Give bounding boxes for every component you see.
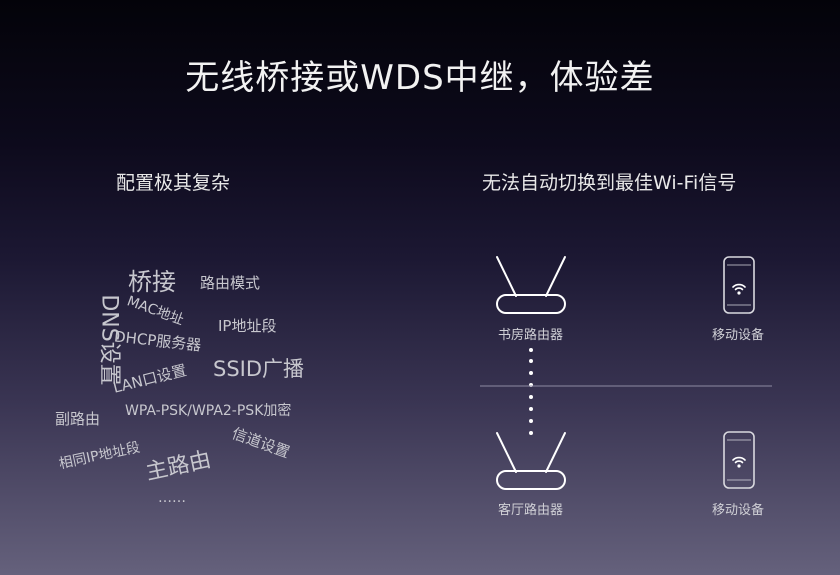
router-icon <box>496 256 566 314</box>
connection-dots <box>529 348 533 435</box>
bottom-device-label: 移动设备 <box>712 503 765 518</box>
tag-bridge: 桥接 <box>128 268 176 296</box>
top-device-label: 移动设备 <box>712 328 765 343</box>
tag-ellipsis: …… <box>158 490 186 506</box>
right-heading: 无法自动切换到最佳Wi-Fi信号 <box>482 172 737 194</box>
tag-ip-range: IP地址段 <box>218 317 277 335</box>
tag-ssid-broadcast: SSID广播 <box>213 357 305 381</box>
tag-secondary-router: 副路由 <box>55 410 101 428</box>
tag-wpa-psk: WPA-PSK/WPA2-PSK加密 <box>125 403 292 419</box>
bottom-router-label: 客厅路由器 <box>498 503 564 518</box>
smartphone-icon <box>723 431 755 489</box>
smartphone-icon <box>723 256 755 314</box>
router-icon <box>496 432 566 490</box>
tag-router-mode: 路由模式 <box>200 274 261 292</box>
top-router-label: 书房路由器 <box>498 328 564 343</box>
slide-title: 无线桥接或WDS中继，体验差 <box>185 58 655 98</box>
wifi-icon <box>732 456 746 468</box>
left-heading: 配置极其复杂 <box>116 172 231 194</box>
wifi-icon <box>732 283 746 295</box>
